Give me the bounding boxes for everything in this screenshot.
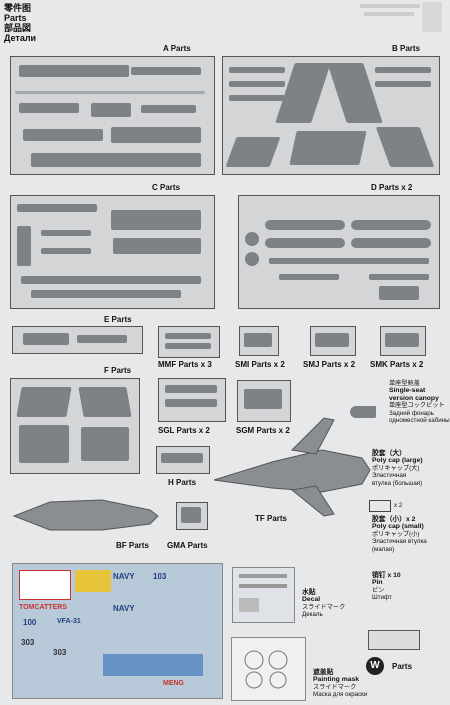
decal-description: 水贴 Decal スライドマーク Декаль <box>302 589 345 619</box>
decal-cn: 水贴 <box>302 589 316 596</box>
polycap-small-description: 胶套（小）x 2 Poly cap (small) ポリキャップ(小) Элас… <box>372 516 427 553</box>
label-gma-parts: GMA Parts <box>167 541 208 550</box>
sprue-c <box>10 195 215 309</box>
sprue-sgl <box>158 378 226 422</box>
label-sgm-parts: SGM Parts x 2 <box>236 426 290 435</box>
sprue-f <box>10 378 140 474</box>
sprue-smj <box>310 326 356 356</box>
canopy-part <box>350 406 376 418</box>
decal-jp: スライドマーク <box>302 603 346 611</box>
polycap-large-en: Poly cap (large) <box>372 457 423 465</box>
decal-vfa: VFA-31 <box>57 618 81 625</box>
canopy-en2: version canopy <box>389 394 439 402</box>
decal-303-1: 303 <box>21 638 35 647</box>
sprue-mmf <box>158 326 220 358</box>
sprue-smk <box>380 326 426 356</box>
decal-ru: Декаль <box>302 611 323 619</box>
sprue-sgm <box>237 380 291 422</box>
decal-303-2: 303 <box>53 648 67 657</box>
label-a-parts: A Parts <box>163 44 191 53</box>
bf-fuselage-drawing <box>12 499 159 531</box>
mask-ru: Маска для окраски <box>313 691 368 699</box>
pin-en: Pin <box>372 579 383 587</box>
pin-jp: ピン <box>372 586 385 594</box>
pin-description: 销钉 x 10 Pin ピン Штифт <box>372 572 401 602</box>
sprue-e <box>12 326 143 354</box>
label-d-parts: D Parts x 2 <box>371 183 413 192</box>
decal-100: 100 <box>23 618 37 627</box>
label-bf-parts: BF Parts <box>116 541 149 550</box>
canopy-en1: Single-seat <box>389 387 426 395</box>
polycap-large-ru1: Эластичная <box>372 472 407 480</box>
label-smj-parts: SMJ Parts x 2 <box>303 360 356 369</box>
page-header: 零件图 Parts 部品図 Детали <box>4 3 36 43</box>
label-c-parts: C Parts <box>152 183 181 192</box>
mask-jp: スライドマーク <box>313 683 357 691</box>
w-parts-badge: W <box>366 657 384 675</box>
sprue-b <box>222 56 440 175</box>
painting-mask-sheet <box>231 637 306 701</box>
mask-cn: 遮盖贴 <box>313 669 334 676</box>
polycap-large-cn: 胶套（大） <box>372 450 406 457</box>
polycap-small-en: Poly cap (small) <box>372 523 424 531</box>
canopy-cn: 单座型舱盖 <box>389 380 420 387</box>
label-tf-parts: TF Parts <box>255 514 288 523</box>
small-decal-sheet <box>232 567 295 623</box>
polycap-small-jp: ポリキャップ(小) <box>372 530 420 538</box>
label-sgl-parts: SGL Parts x 2 <box>158 426 210 435</box>
header-cn: 零件图 <box>4 3 32 13</box>
w-parts-drawing <box>368 630 420 650</box>
label-smi-parts: SMI Parts x 2 <box>235 360 285 369</box>
pin-cn: 销钉 x 10 <box>372 572 401 579</box>
pin-ru: Штифт <box>372 594 392 602</box>
tf-fuselage-drawing <box>213 417 371 517</box>
label-h-parts: H Parts <box>168 478 197 487</box>
sprue-a <box>10 56 215 175</box>
polycap-small-qty: x 2 <box>394 502 403 509</box>
canopy-jp: 単座型コックピット <box>389 402 445 410</box>
ghost-showthrough <box>352 0 450 40</box>
mask-description: 遮盖贴 Painting mask スライドマーク Маска для окра… <box>313 669 367 699</box>
mask-en: Painting mask <box>313 676 360 684</box>
sprue-smi <box>239 326 279 356</box>
polycap-small-ru2: (малая) <box>372 545 395 553</box>
polycap-small-icon <box>369 500 391 512</box>
label-mmf-parts: MMF Parts x 3 <box>158 360 212 369</box>
canopy-description: 单座型舱盖 Single-seat version canopy 単座型コックピ… <box>389 380 450 424</box>
sprue-h <box>156 446 210 474</box>
polycap-small-ru1: Эластичная втулка <box>372 538 427 546</box>
header-ru: Детали <box>4 33 37 43</box>
label-e-parts: E Parts <box>104 315 132 324</box>
sprue-d <box>238 195 440 309</box>
polycap-large-description: 胶套（大） Poly cap (large) ポリキャップ(大) Эластич… <box>372 450 423 487</box>
sprue-gma <box>176 502 208 530</box>
polycap-large-jp: ポリキャップ(大) <box>372 464 420 472</box>
w-parts-label: Parts <box>392 662 413 671</box>
label-f-parts: F Parts <box>104 366 132 375</box>
label-smk-parts: SMK Parts x 2 <box>370 360 424 369</box>
decal-103-1: 103 <box>153 572 167 581</box>
decal-tomcatters-1: TOMCATTERS <box>19 604 67 611</box>
polycap-small-cn: 胶套（小）x 2 <box>372 516 416 523</box>
decal-sheet: NAVY 103 TOMCATTERS 100 VFA-31 NAVY 303 … <box>12 563 223 699</box>
polycap-large-ru2: втулка (большая) <box>372 479 423 487</box>
decal-en: Decal <box>302 596 321 604</box>
decal-navy-1: NAVY <box>113 572 135 581</box>
label-b-parts: B Parts <box>392 44 421 53</box>
decal-navy-2: NAVY <box>113 604 135 613</box>
decal-meng-brand: MENG <box>163 680 184 687</box>
canopy-ru1: Задний фонарь <box>389 409 434 417</box>
header-jp: 部品図 <box>4 23 32 33</box>
header-en: Parts <box>4 13 27 23</box>
canopy-ru2: одноместной кабины <box>389 417 450 425</box>
